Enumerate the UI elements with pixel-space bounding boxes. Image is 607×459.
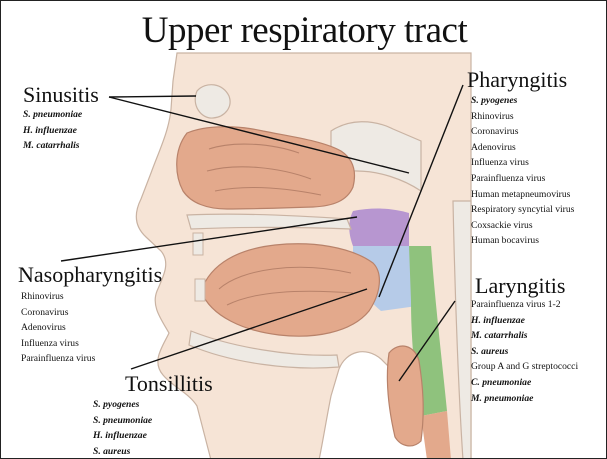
pharyngitis-pathogen: Coxsackie virus (471, 218, 574, 234)
laryngitis-pathogen: S. aureus (471, 344, 578, 360)
nasopharyngitis-pathogen: Parainfluenza virus (21, 351, 95, 367)
lower-teeth (195, 279, 205, 301)
nasopharyngitis-pathogen: Adenovirus (21, 320, 95, 336)
larynx-cartilage (387, 346, 423, 446)
laryngitis-pathogen: C. pneumoniae (471, 375, 578, 391)
laryngitis-pathogen: M. catarrhalis (471, 328, 578, 344)
nasopharynx-region (349, 209, 409, 246)
pharyngitis-pathogen: Human metapneumovirus (471, 187, 574, 203)
pharyngitis-heading: Pharyngitis (467, 68, 567, 92)
laryngitis-pathogen: H. influenzae (471, 313, 578, 329)
nasopharyngitis-heading: Nasopharyngitis (18, 263, 162, 287)
pharyngitis-pathogen: Influenza virus (471, 155, 574, 171)
tonsillitis-pathogen: S. pyogenes (93, 397, 152, 413)
pharyngitis-pathogen: S. pyogenes (471, 93, 574, 109)
tonsillitis-pathogen: S. pneumoniae (93, 413, 152, 429)
pharyngitis-pathogen: Rhinovirus (471, 109, 574, 125)
upper-teeth (193, 233, 203, 255)
sinusitis-pathogen: S. pneumoniae (23, 107, 82, 123)
laryngitis-heading: Laryngitis (475, 274, 565, 298)
tonsillitis-pathogen: H. influenzae (93, 428, 152, 444)
frontal-sinus (195, 85, 230, 118)
pharyngitis-pathogen: Respiratory syncytial virus (471, 202, 574, 218)
nasopharyngitis-pathogen: Influenza virus (21, 336, 95, 352)
pharyngitis-pathogen: Human bocavirus (471, 233, 574, 249)
pharyngitis-pathogen: Coronavirus (471, 124, 574, 140)
sinusitis-pathogen: M. catarrhalis (23, 138, 82, 154)
diagram-title: Upper respiratory tract (1, 11, 607, 51)
tonsillitis-pathogen: S. aureus (93, 444, 152, 459)
pharyngitis-pathogen: Adenovirus (471, 140, 574, 156)
nasopharyngitis-pathogen: Rhinovirus (21, 289, 95, 305)
lower-airway (421, 411, 451, 459)
sinusitis-heading: Sinusitis (23, 83, 99, 107)
sinusitis-pathogen: H. influenzae (23, 123, 82, 139)
laryngitis-pathogen: Group A and G streptococci (471, 359, 578, 375)
laryngitis-pathogen: M. pneumoniae (471, 391, 578, 407)
pharyngitis-pathogen: Parainfluenza virus (471, 171, 574, 187)
nasopharyngitis-pathogen: Coronavirus (21, 305, 95, 321)
tonsillitis-heading: Tonsillitis (125, 372, 213, 396)
laryngitis-pathogen: Parainfluenza virus 1-2 (471, 297, 578, 313)
sinusitis-pointer-frontal (109, 96, 196, 97)
